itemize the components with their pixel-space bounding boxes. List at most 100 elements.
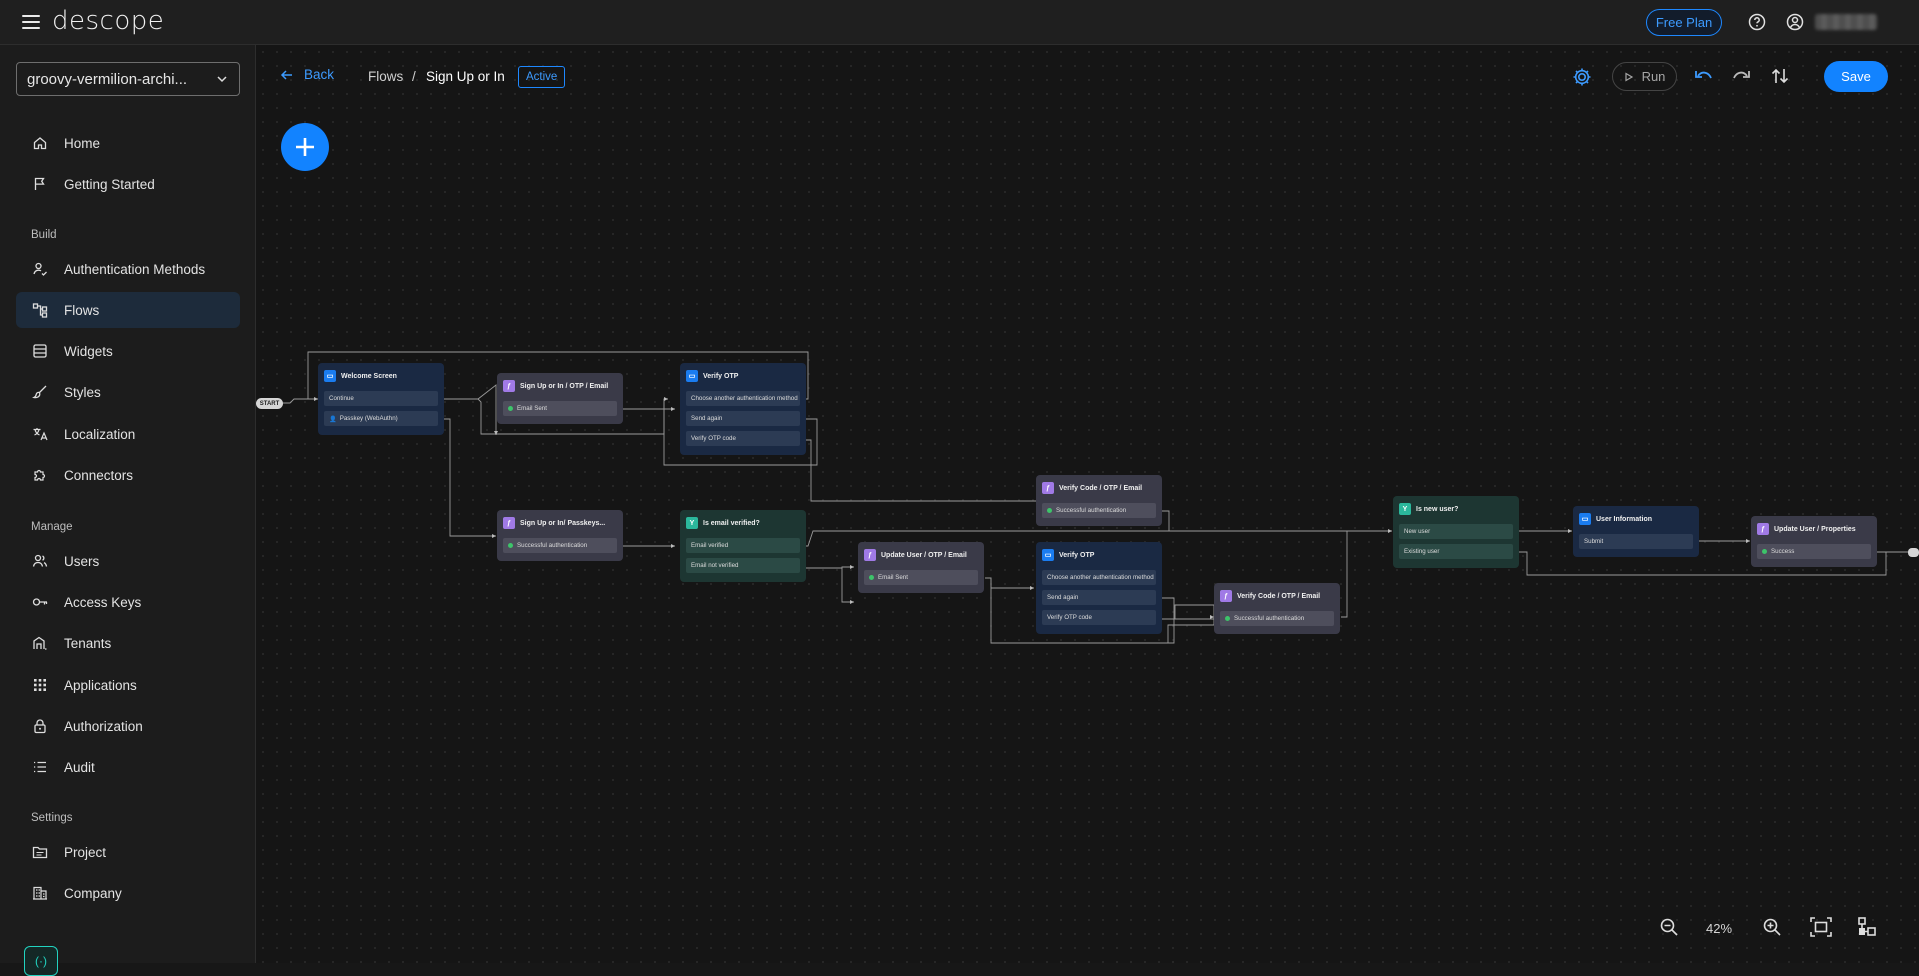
- node-welcome-screen[interactable]: ▭Welcome Screen Continue 👤Passkey (WebAu…: [318, 363, 444, 435]
- node-output-success[interactable]: Successful authentication: [503, 538, 617, 553]
- screen-icon: ▭: [1579, 513, 1591, 525]
- sidebar-item-localization[interactable]: Localization: [16, 416, 240, 452]
- sidebar-item-tenants[interactable]: Tenants: [16, 625, 240, 661]
- fit-view-icon[interactable]: [1809, 916, 1833, 938]
- back-button[interactable]: Back: [280, 67, 334, 82]
- node-output-success[interactable]: Success: [1757, 544, 1871, 559]
- sidebar-item-applications[interactable]: Applications: [16, 667, 240, 703]
- redo-icon[interactable]: [1730, 68, 1752, 84]
- help-icon[interactable]: [1747, 12, 1767, 32]
- key-icon: [31, 593, 49, 611]
- sidebar-section-manage: Manage: [31, 521, 73, 533]
- row-label: Success: [1771, 548, 1795, 555]
- row-label: Passkey (WebAuthn): [339, 415, 398, 422]
- flow-canvas[interactable]: Back Flows / Sign Up or In Active Run Sa…: [256, 45, 1919, 963]
- user-avatar-icon[interactable]: [1785, 12, 1805, 32]
- start-node[interactable]: START: [256, 398, 283, 409]
- sidebar-item-getting-started[interactable]: Getting Started: [16, 166, 240, 202]
- user-key-icon: [31, 260, 49, 278]
- free-plan-button[interactable]: Free Plan: [1646, 9, 1722, 36]
- zoom-out-icon[interactable]: [1658, 916, 1680, 938]
- node-output-verify-code[interactable]: Verify OTP code: [1042, 610, 1156, 625]
- sidebar-section-settings: Settings: [31, 812, 73, 824]
- sidebar-item-company[interactable]: Company: [16, 875, 240, 911]
- sidebar-item-label: Getting Started: [64, 176, 155, 192]
- home-icon: [31, 134, 49, 152]
- logo[interactable]: descope: [52, 6, 165, 36]
- node-output-submit[interactable]: Submit: [1579, 534, 1693, 549]
- status-dot: [869, 575, 874, 580]
- run-button[interactable]: Run: [1612, 62, 1677, 91]
- breadcrumb-flows[interactable]: Flows: [368, 69, 404, 84]
- node-title: Verify OTP: [703, 372, 739, 380]
- sidebar-item-users[interactable]: Users: [16, 543, 240, 579]
- user-name-redacted[interactable]: [1815, 14, 1877, 30]
- node-user-information[interactable]: ▭User Information Submit: [1573, 506, 1699, 557]
- sidebar-item-access-keys[interactable]: Access Keys: [16, 584, 240, 620]
- zoom-in-icon[interactable]: [1761, 916, 1783, 938]
- node-verify-otp-2[interactable]: ▭Verify OTP Choose another authenticatio…: [1036, 542, 1162, 634]
- sidebar-item-connectors[interactable]: Connectors: [16, 457, 240, 493]
- sidebar-item-label: Tenants: [64, 635, 112, 651]
- sidebar-item-label: Users: [64, 553, 100, 569]
- sidebar-item-authentication-methods[interactable]: Authentication Methods: [16, 251, 240, 287]
- status-dot: [1225, 616, 1230, 621]
- widgets-icon: [31, 342, 49, 360]
- node-output-existing-user[interactable]: Existing user: [1399, 544, 1513, 559]
- node-output-success[interactable]: Successful authentication: [1042, 503, 1156, 518]
- row-label: Successful authentication: [1056, 507, 1127, 514]
- sidebar-item-flows[interactable]: Flows: [16, 292, 240, 328]
- import-export-icon[interactable]: [1770, 66, 1790, 86]
- undo-icon[interactable]: [1693, 68, 1715, 84]
- menu-icon[interactable]: [22, 15, 40, 29]
- gear-icon[interactable]: [1571, 66, 1593, 88]
- project-select[interactable]: groovy-vermilion-archi...: [16, 62, 240, 96]
- node-output-send-again[interactable]: Send again: [1042, 590, 1156, 605]
- sidebar-item-audit[interactable]: Audit: [16, 749, 240, 785]
- puzzle-icon: [31, 466, 49, 484]
- save-button[interactable]: Save: [1824, 61, 1888, 92]
- chat-assistant-icon[interactable]: (·): [24, 946, 58, 976]
- breadcrumb-current: Sign Up or In: [426, 69, 505, 84]
- grid-icon: [31, 676, 49, 694]
- sidebar-item-styles[interactable]: Styles: [16, 374, 240, 410]
- sidebar-item-label: Audit: [64, 759, 95, 775]
- node-title: Is email verified?: [703, 519, 760, 527]
- node-title: Verify Code / OTP / Email: [1237, 592, 1321, 600]
- node-output-new-user[interactable]: New user: [1399, 524, 1513, 539]
- status-badge: Active: [518, 66, 566, 88]
- node-output-send-again[interactable]: Send again: [686, 411, 800, 426]
- node-output-verify-code[interactable]: Verify OTP code: [686, 431, 800, 446]
- auto-layout-icon[interactable]: [1856, 916, 1878, 938]
- node-output-success[interactable]: Successful authentication: [1220, 611, 1334, 626]
- node-output-email-sent[interactable]: Email Sent: [503, 401, 617, 416]
- node-output-choose-another[interactable]: Choose another authentication method: [1042, 570, 1156, 585]
- node-output-choose-another[interactable]: Choose another authentication method: [686, 391, 800, 406]
- node-title: Verify OTP: [1059, 551, 1095, 559]
- zoom-level: 42%: [1706, 921, 1733, 936]
- sidebar-item-home[interactable]: Home: [16, 125, 240, 161]
- node-output-continue[interactable]: Continue: [324, 391, 438, 406]
- node-output-passkey[interactable]: 👤Passkey (WebAuthn): [324, 411, 438, 426]
- sidebar-item-authorization[interactable]: Authorization: [16, 708, 240, 744]
- sidebar-item-widgets[interactable]: Widgets: [16, 333, 240, 369]
- node-output-email-verified[interactable]: Email verified: [686, 538, 800, 553]
- node-title: Sign Up or In / OTP / Email: [520, 382, 609, 390]
- screen-icon: ▭: [686, 370, 698, 382]
- node-verify-otp-1[interactable]: ▭ Verify OTP Choose another authenticatio…: [680, 363, 806, 455]
- condition-icon: Y: [1399, 503, 1411, 515]
- add-node-button[interactable]: [281, 123, 329, 171]
- node-output-email-sent[interactable]: Email Sent: [864, 570, 978, 585]
- node-output-email-not-verified[interactable]: Email not verified: [686, 558, 800, 573]
- row-label: Email Sent: [878, 574, 908, 581]
- sidebar-item-project[interactable]: Project: [16, 834, 240, 870]
- status-dot: [1762, 549, 1767, 554]
